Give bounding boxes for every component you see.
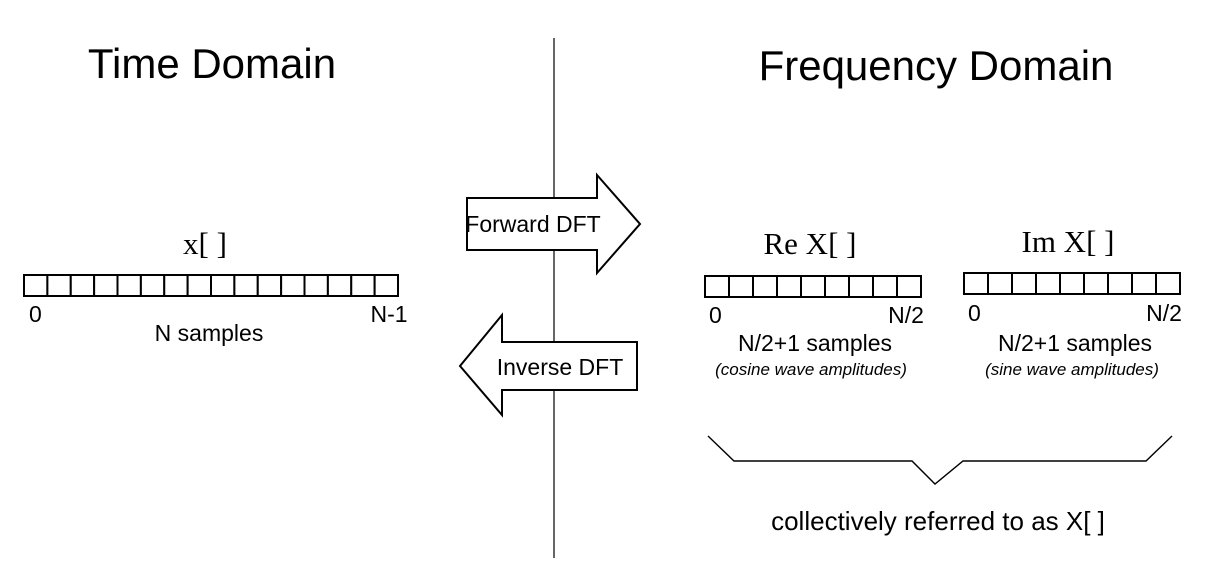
imaginary-part-label: Im X[ ] bbox=[1022, 224, 1115, 259]
real-sample-cell bbox=[728, 275, 754, 298]
time-sample-cell bbox=[303, 274, 329, 297]
real-sample-cell bbox=[824, 275, 850, 298]
time-sample-cell bbox=[163, 274, 189, 297]
imaginary-sample-count: N/2+1 samples bbox=[998, 330, 1152, 356]
time-start-index: 0 bbox=[29, 301, 42, 327]
time-sample-cell bbox=[46, 274, 72, 297]
real-sample-cell bbox=[872, 275, 898, 298]
collective-label: collectively referred to as X[ ] bbox=[771, 506, 1105, 536]
real-start-index: 0 bbox=[709, 302, 722, 328]
time-sample-cell bbox=[210, 274, 236, 297]
imaginary-sample-cell bbox=[1083, 272, 1109, 295]
time-sample-cell bbox=[256, 274, 283, 297]
time-domain-heading: Time Domain bbox=[88, 40, 336, 87]
time-sample-cell bbox=[139, 274, 166, 297]
real-sample-cell bbox=[752, 275, 778, 298]
time-sample-cell bbox=[350, 274, 376, 297]
real-end-index: N/2 bbox=[888, 302, 924, 328]
imaginary-sample-cell bbox=[1011, 272, 1037, 295]
imaginary-sample-cell bbox=[1059, 272, 1085, 295]
real-sample-cell bbox=[776, 275, 802, 298]
imaginary-start-index: 0 bbox=[968, 300, 981, 326]
forward-arrow-shape bbox=[466, 172, 642, 276]
real-sample-cell bbox=[704, 275, 730, 298]
real-sample-cell bbox=[800, 275, 826, 298]
time-sample-cell bbox=[373, 274, 400, 297]
forward-dft-arrow: Forward DFT bbox=[465, 172, 642, 276]
time-sample-cell bbox=[186, 274, 213, 297]
inverse-dft-arrow: Inverse DFT bbox=[458, 312, 638, 418]
time-sample-cell bbox=[326, 274, 353, 297]
time-sample-cell bbox=[233, 274, 259, 297]
real-description: (cosine wave amplitudes) bbox=[715, 360, 907, 379]
inverse-arrow-shape bbox=[458, 312, 638, 418]
imaginary-sample-cell bbox=[1035, 272, 1061, 295]
real-sample-array bbox=[704, 275, 922, 298]
time-sample-count: N samples bbox=[155, 320, 264, 346]
real-part-label: Re X[ ] bbox=[764, 226, 857, 261]
time-sample-cell bbox=[116, 274, 142, 297]
real-sample-count: N/2+1 samples bbox=[738, 330, 892, 356]
imaginary-sample-cell bbox=[987, 272, 1013, 295]
forward-dft-label: Forward DFT bbox=[465, 211, 600, 237]
imaginary-sample-cell bbox=[1107, 272, 1133, 295]
imaginary-description: (sine wave amplitudes) bbox=[985, 360, 1159, 379]
inverse-dft-label: Inverse DFT bbox=[497, 354, 624, 380]
time-signal-label: x[ ] bbox=[183, 226, 227, 261]
imaginary-sample-cell bbox=[1131, 272, 1157, 295]
time-sample-cell bbox=[69, 274, 96, 297]
real-sample-cell bbox=[896, 275, 922, 298]
time-sample-array bbox=[23, 274, 400, 297]
imaginary-end-index: N/2 bbox=[1146, 300, 1182, 326]
time-end-index: N-1 bbox=[370, 301, 407, 327]
imaginary-sample-cell bbox=[1155, 272, 1181, 295]
frequency-domain-heading: Frequency Domain bbox=[759, 42, 1114, 89]
time-sample-cell bbox=[93, 274, 119, 297]
imaginary-sample-cell bbox=[963, 272, 989, 295]
imaginary-sample-array bbox=[963, 272, 1181, 295]
time-sample-cell bbox=[280, 274, 306, 297]
real-sample-cell bbox=[848, 275, 874, 298]
collective-brace bbox=[707, 435, 1173, 485]
time-sample-cell bbox=[23, 274, 49, 297]
